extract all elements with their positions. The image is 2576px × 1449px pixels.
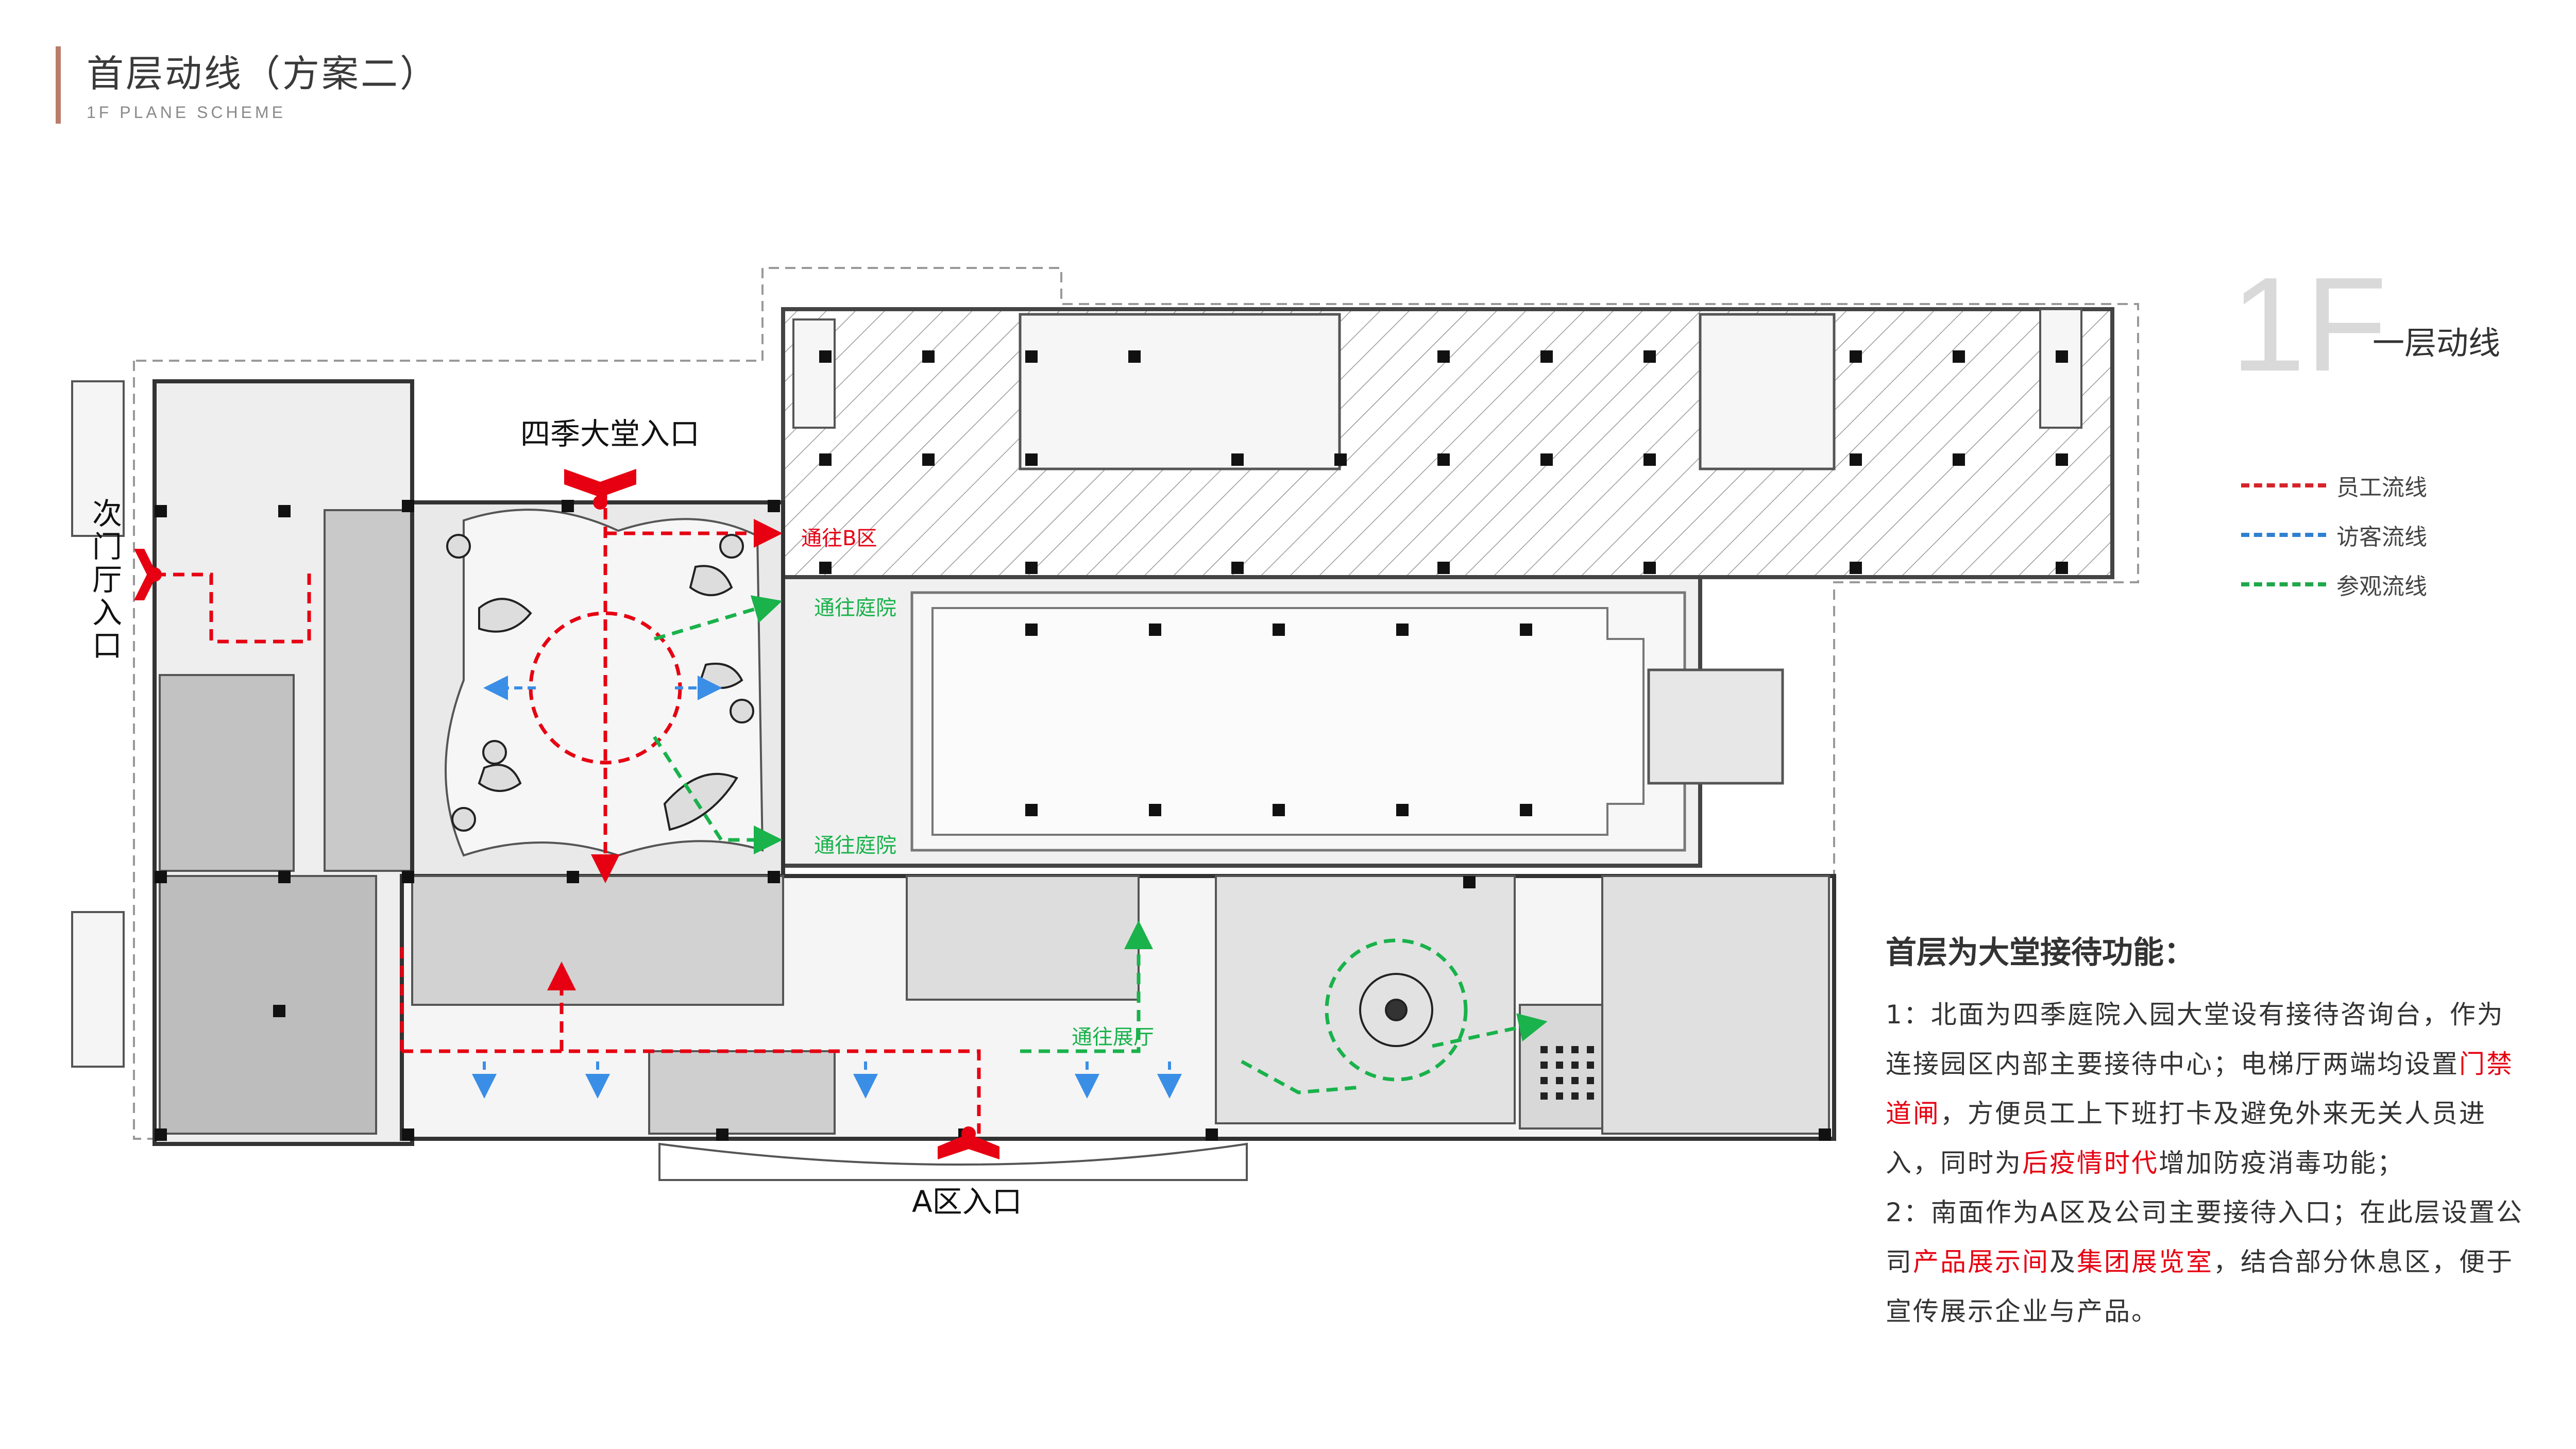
legend-line-visitor (2241, 533, 2326, 537)
legend-label-tour: 参观流线 (2336, 574, 2427, 600)
exhibit-table (1359, 973, 1433, 1047)
to-courtyard-label-1: 通往庭院 (814, 596, 896, 620)
entrance-markers (134, 469, 999, 1159)
columns (155, 350, 2068, 1141)
level-label: 一层动线 (2372, 324, 2501, 362)
legend-label-staff: 员工流线 (2336, 475, 2427, 501)
stair-west-upper (71, 380, 125, 537)
p1-text-b: ，方便员工上下班打卡及避免外来无关人员进入，同时为 (1886, 1099, 2486, 1178)
title-accent-bar (56, 46, 61, 124)
lecture-seats (1540, 1046, 1594, 1100)
visitor-flow (472, 676, 1182, 1099)
west-lower-hall (159, 875, 377, 1135)
legend-line-tour (2241, 582, 2326, 586)
level-number: 1F (2231, 250, 2387, 399)
description-paragraph-1: 1：北面为四季庭院入园大堂设有接待咨询台，作为连接园区内部主要接待中心；电梯厅两… (1886, 990, 2524, 1188)
south-east-rooms (1601, 875, 1830, 1135)
stair-nw (792, 318, 836, 429)
p1-highlight-epidemic: 后疫情时代 (2022, 1148, 2159, 1178)
west-offices (324, 509, 413, 872)
south-small-rooms (648, 1050, 836, 1135)
north-core-right (1699, 313, 1836, 470)
description-paragraph-2: 2：南面作为A区及公司主要接待入口；在此层设置公司产品展示间及集团展览室，结合部… (1886, 1188, 2524, 1336)
to-exhibition-label: 通往展厅 (1072, 1025, 1154, 1049)
p2-text-b: 及 (2049, 1247, 2077, 1277)
pool-inner (931, 607, 1645, 836)
stair-west-lower (71, 911, 125, 1068)
legend-label-visitor: 访客流线 (2336, 524, 2427, 550)
tour-flow (653, 595, 1548, 1094)
product-room (906, 875, 1140, 1001)
side-entrance-label: 次门厅入口 (92, 496, 122, 663)
core-south-west (411, 875, 784, 1006)
lobby-furniture (446, 534, 754, 832)
page-subtitle: 1F PLANE SCHEME (87, 103, 286, 122)
p2-text-a: 2：南面作为A区及公司主要接待入口；在此层设置公司 (1886, 1198, 2524, 1277)
pavilion (1647, 668, 1784, 785)
west-rooms (159, 674, 295, 872)
p2-highlight-group-exhibit: 集团展览室 (2077, 1247, 2213, 1277)
legend-line-staff (2241, 483, 2326, 487)
p2-text-c: ，结合部分休息区，便于宣传展示企业与产品。 (1886, 1247, 2514, 1326)
stair-ne (2039, 308, 2082, 429)
p1-text-c: 增加防疫消毒功能； (2159, 1148, 2404, 1178)
p2-highlight-product-room: 产品展示间 (1913, 1247, 2049, 1277)
p1-text-a: 1：北面为四季庭院入园大堂设有接待咨询台，作为连接园区内部主要接待中心；电梯厅两… (1886, 1000, 2504, 1079)
north-block (781, 307, 2114, 579)
north-core-left (1019, 313, 1341, 470)
to-zone-b-label: 通往B区 (801, 527, 877, 550)
to-courtyard-label-2: 通往庭院 (814, 834, 896, 857)
page-title: 首层动线（方案二） (87, 52, 439, 95)
north-entrance-label: 四季大堂入口 (520, 416, 700, 451)
description-heading: 首层为大堂接待功能： (1886, 935, 2195, 971)
south-canopy (658, 1142, 1248, 1181)
p1-highlight-gate: 门禁道闸 (1886, 1049, 2514, 1128)
exhibition-hall (1215, 875, 1516, 1124)
description-panel: 首层为大堂接待功能： 1：北面为四季庭院入园大堂设有接待咨询台，作为连接园区内部… (1886, 928, 2524, 1336)
south-entrance-label: A区入口 (912, 1184, 1022, 1219)
